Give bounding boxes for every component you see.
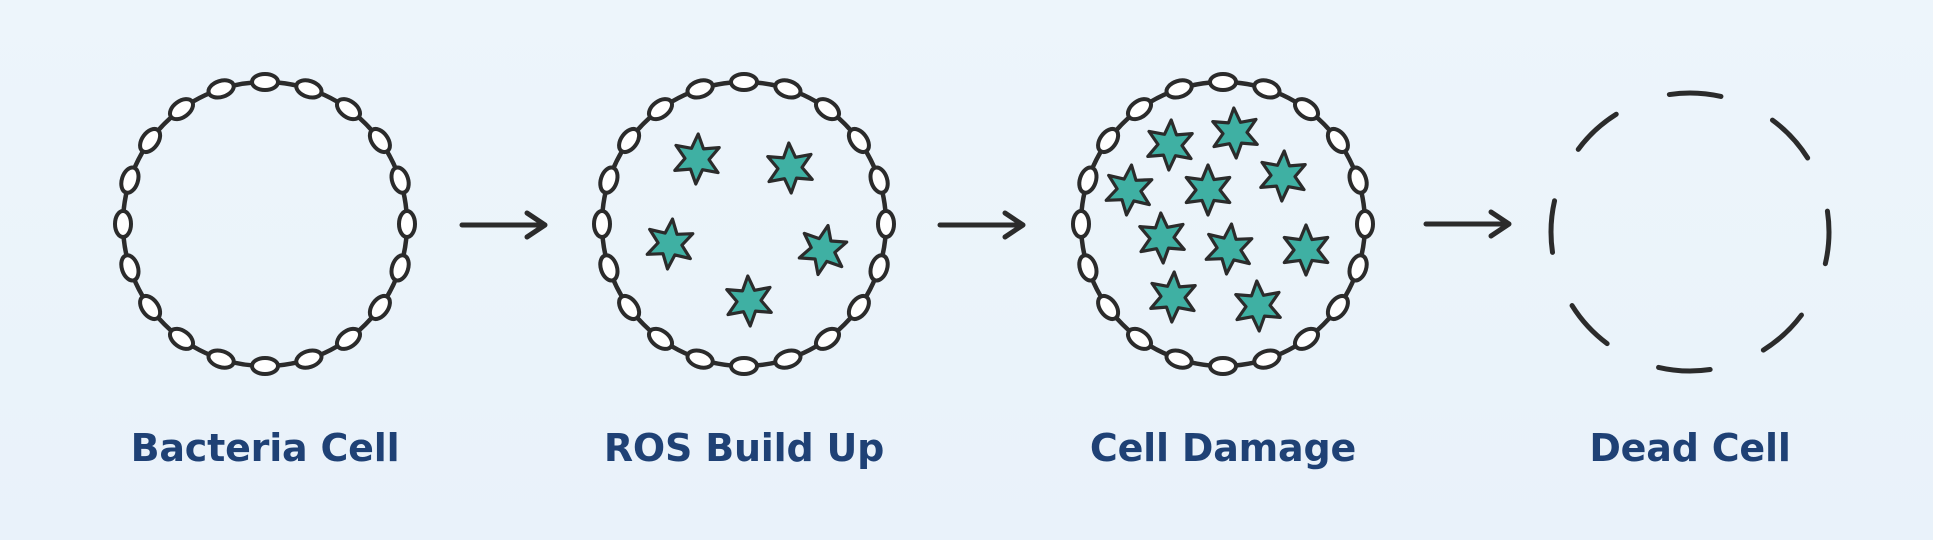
membrane-bead: [206, 78, 236, 100]
membrane-bead: [598, 165, 620, 195]
ros-particle-icon: [1149, 270, 1197, 324]
membrane-bead: [813, 326, 842, 351]
membrane-bead: [250, 72, 280, 92]
membrane-bead: [1347, 253, 1369, 283]
membrane-bead: [646, 97, 675, 122]
membrane-bead: [729, 72, 759, 92]
ros-particles-group: [645, 132, 849, 328]
stage-label-ros-build-up: ROS Build Up: [603, 426, 885, 470]
membrane-bead: [846, 293, 871, 322]
membrane-bead: [685, 78, 715, 100]
ros-particle-icon: [1138, 211, 1186, 265]
membrane-bead: [1208, 72, 1238, 92]
ros-particle-icon: [797, 223, 849, 277]
membrane-bead: [1096, 293, 1121, 322]
ros-particle-icon: [1259, 149, 1307, 203]
ros-particle-icon: [766, 141, 814, 195]
ros-particle-icon: [645, 217, 695, 271]
membrane-bead: [113, 209, 133, 239]
membrane-bead: [1347, 165, 1369, 195]
membrane-bead: [773, 348, 803, 370]
membrane-bead: [1071, 209, 1091, 239]
membrane-bead: [1208, 356, 1238, 376]
membrane-bead: [773, 78, 803, 100]
dead-cell-ruptured-membrane: [1548, 90, 1832, 374]
membrane-bead: [334, 326, 363, 351]
membrane-bead: [729, 356, 759, 376]
membrane-bead: [119, 253, 141, 283]
membrane-bead: [206, 348, 236, 370]
arrow-right-icon: [459, 210, 548, 240]
membrane-bead: [1164, 348, 1194, 370]
membrane-bead: [868, 253, 890, 283]
membrane-bead: [592, 209, 612, 239]
membrane-bead: [1164, 78, 1194, 100]
ros-particle-icon: [673, 132, 721, 186]
membrane-bead: [334, 97, 363, 122]
membrane-bead: [294, 348, 324, 370]
membrane-bead: [1077, 253, 1099, 283]
membrane-bead: [1292, 326, 1321, 351]
membrane-bead: [367, 293, 392, 322]
membrane-bead: [294, 78, 324, 100]
membrane-bead: [250, 356, 280, 376]
membrane-bead: [389, 253, 411, 283]
membrane-bead: [389, 165, 411, 195]
ros-particles-group: [1104, 106, 1330, 333]
membrane-bead: [617, 126, 642, 155]
membrane-bead: [1325, 126, 1350, 155]
membrane-bead: [1292, 97, 1321, 122]
membrane-bead: [598, 253, 620, 283]
membrane-bead: [1355, 209, 1375, 239]
membrane-bead: [813, 97, 842, 122]
ros-particle-icon: [725, 274, 773, 328]
damaged-cell-membrane: [1071, 72, 1375, 376]
membrane-bead: [876, 209, 896, 239]
stage-label-dead-cell: Dead Cell: [1589, 426, 1791, 470]
ros-build-up-cell-membrane: [592, 72, 896, 376]
membrane-bead: [1125, 326, 1154, 351]
ros-particle-icon: [1234, 279, 1282, 333]
ros-particle-icon: [1204, 222, 1254, 276]
ros-particle-icon: [1104, 163, 1154, 217]
membrane-bead: [846, 126, 871, 155]
ros-particle-icon: [1282, 223, 1330, 277]
membrane-bead: [138, 293, 163, 322]
membrane-bead: [1096, 126, 1121, 155]
membrane-bead: [1125, 97, 1154, 122]
membrane-bead: [1252, 348, 1282, 370]
membrane-bead: [167, 97, 196, 122]
membrane-bead: [1325, 293, 1350, 322]
membrane-bead: [617, 293, 642, 322]
membrane-bead: [119, 165, 141, 195]
membrane-outline: [120, 79, 410, 369]
membrane-outline: [599, 79, 889, 369]
membrane-bead: [1252, 78, 1282, 100]
membrane-bead: [138, 126, 163, 155]
membrane-bead: [167, 326, 196, 351]
ros-particle-icon: [1184, 163, 1232, 217]
membrane-bead: [685, 348, 715, 370]
bacteria-cell-membrane: [113, 72, 417, 376]
membrane-bead: [1077, 165, 1099, 195]
stage-label-bacteria-cell: Bacteria Cell: [130, 426, 400, 470]
membrane-bead: [367, 126, 392, 155]
arrow-right-icon: [937, 210, 1026, 240]
stage-label-cell-damage: Cell Damage: [1089, 426, 1357, 470]
ros-particle-icon: [1211, 106, 1259, 160]
ros-particle-icon: [1146, 118, 1194, 172]
membrane-bead: [397, 209, 417, 239]
arrow-right-icon: [1423, 209, 1512, 239]
membrane-bead: [868, 165, 890, 195]
membrane-bead: [646, 326, 675, 351]
